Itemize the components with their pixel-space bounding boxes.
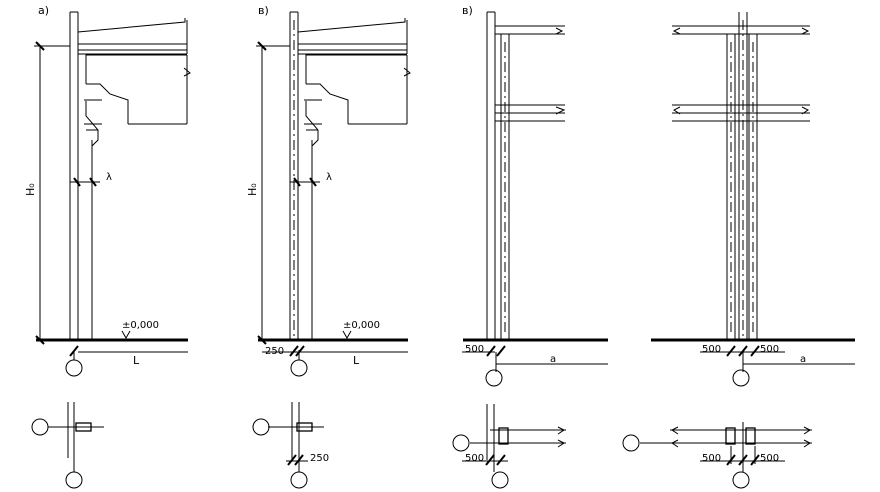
panel-b-plan-offset-label: 250 [310, 453, 329, 464]
panel-c-upper-beam [495, 25, 565, 35]
panel-a-level-label: ±0,000 [122, 320, 159, 331]
panel-d-axis-tick-3 [750, 345, 760, 357]
panel-b-roof-beam [297, 18, 411, 147]
panel-c-letter: в) [462, 4, 473, 17]
panel-c-axis-marker [485, 369, 503, 387]
panel-d-offset-right-label: 500 [760, 344, 779, 355]
panel-b-height-dimension [256, 41, 290, 345]
panel-c-axis-tick [486, 345, 496, 357]
panel-d: 500 500 a 500 500 [622, 12, 855, 489]
panel-a-level-marker [121, 330, 131, 340]
panel-b-span-label: L [353, 354, 360, 367]
panel-a-letter: а) [38, 4, 49, 17]
panel-b-level-marker [342, 330, 352, 340]
panel-b-plan [252, 402, 324, 489]
panel-a: а) H₀ [24, 4, 191, 489]
panel-b: в) H₀ [246, 4, 411, 489]
panel-d-plan [622, 422, 812, 489]
panel-d-axis-tick-1 [726, 345, 736, 357]
panel-c: в) 500 a [452, 4, 608, 489]
panel-a-height-dimension [34, 41, 70, 345]
panel-c-axis-tick-2 [496, 345, 506, 357]
panel-a-height-label: H₀ [24, 183, 37, 196]
panel-b-axis-tick [289, 345, 299, 357]
panel-d-plan-offset-right-label: 500 [760, 453, 779, 464]
panel-a-lambda-label: λ [106, 172, 112, 183]
panel-b-axis-tick-2 [295, 345, 305, 357]
panel-d-upper-beam [672, 25, 810, 35]
panel-c-span-label: a [550, 354, 556, 365]
panel-c-plan [452, 404, 566, 489]
panel-d-offset-left-label: 500 [702, 344, 721, 355]
panel-d-span-label: a [800, 354, 806, 365]
panel-d-plan-offset-left-label: 500 [702, 453, 721, 464]
panel-a-lambda-dimension [70, 177, 100, 187]
panel-c-offset-label: 500 [465, 344, 484, 355]
panel-a-axis-marker [65, 359, 83, 377]
panel-a-roof-beam [77, 18, 191, 147]
panel-b-lambda-label: λ [326, 172, 332, 183]
panel-a-span-label: L [133, 354, 140, 367]
panel-c-lower-beam [495, 104, 566, 122]
panel-b-height-label: H₀ [246, 183, 259, 196]
panel-d-axis-marker [732, 369, 750, 387]
panel-b-letter: в) [258, 4, 269, 17]
panel-c-plan-offset-label: 500 [465, 453, 484, 464]
panel-b-axis-marker [290, 359, 308, 377]
panel-d-lower-beam [672, 104, 810, 122]
panel-b-level-label: ±0,000 [343, 320, 380, 331]
panel-a-plan [31, 402, 104, 489]
panel-b-lambda-dimension [290, 177, 320, 187]
panel-b-offset-label: 250 [265, 346, 284, 357]
